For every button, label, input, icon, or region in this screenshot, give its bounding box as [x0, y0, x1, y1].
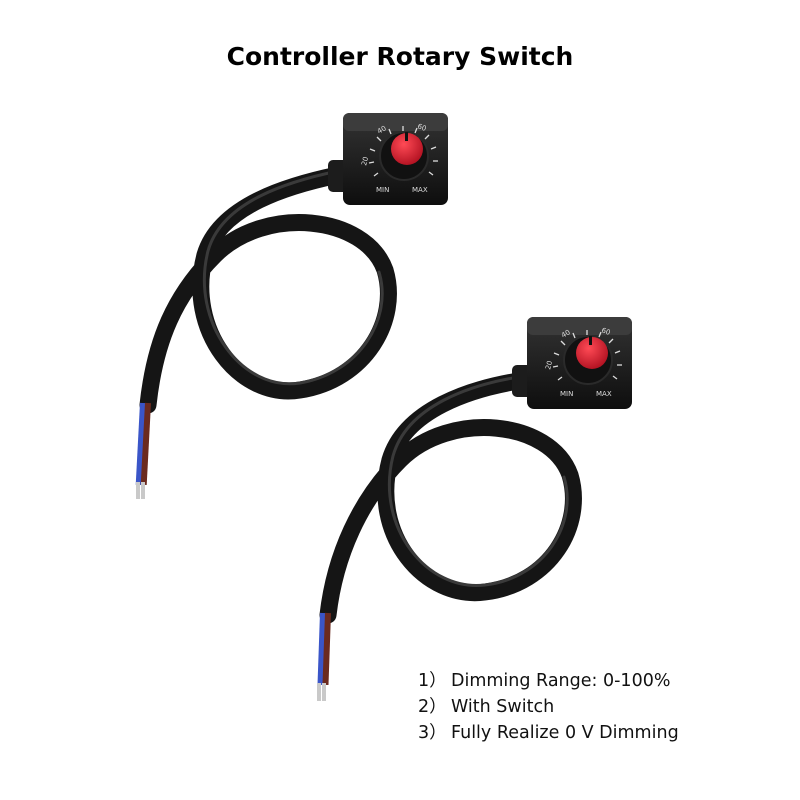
feature-list: 1）Dimming Range: 0-100% 2）With Switch 3）… [418, 668, 679, 746]
wire-leads-2 [317, 612, 331, 701]
dial-label-40: 40 [376, 124, 388, 135]
dial-label-20: 20 [360, 156, 370, 167]
cable-1 [139, 166, 397, 414]
rotary-knob-1[interactable] [379, 131, 429, 181]
feature-item: 1）Dimming Range: 0-100% [418, 668, 679, 694]
dial-labels-2: 20 40 60 MIN MAX [544, 326, 612, 398]
dial-label-max: MAX [412, 186, 428, 194]
knob-cap-1 [391, 133, 423, 165]
dial-label-40: 40 [560, 328, 572, 339]
feature-item: 3）Fully Realize 0 V Dimming [418, 720, 679, 746]
dial-label-60: 60 [416, 122, 427, 133]
feature-number: 3） [418, 723, 447, 743]
dial-scale-2 [552, 330, 622, 381]
dial-label-20: 20 [544, 360, 554, 371]
knob-cap-2 [576, 337, 608, 369]
dial-label-max: MAX [596, 390, 612, 398]
rotary-knob-2[interactable] [563, 335, 613, 385]
feature-text: Dimming Range: 0-100% [451, 671, 671, 691]
knob-indicator-2 [589, 336, 592, 345]
feature-text: With Switch [451, 697, 555, 717]
knob-indicator-1 [405, 132, 408, 141]
dial-scale-1 [368, 126, 438, 177]
feature-item: 2）With Switch [418, 694, 679, 720]
dial-label-min: MIN [376, 186, 389, 194]
feature-number: 1） [418, 671, 447, 691]
cable-2 [319, 371, 582, 624]
dimmer-unit-1: 20 40 60 MIN MAX [135, 113, 448, 499]
product-title: Controller Rotary Switch [226, 42, 574, 71]
dimmer-unit-2: 20 40 60 MIN MAX [317, 317, 632, 701]
wire-leads-1 [135, 402, 151, 499]
feature-text: Fully Realize 0 V Dimming [451, 723, 679, 743]
dial-label-min: MIN [560, 390, 573, 398]
feature-number: 2） [418, 697, 447, 717]
dial-labels-1: 20 40 60 MIN MAX [360, 122, 428, 194]
dial-label-60: 60 [600, 326, 611, 337]
